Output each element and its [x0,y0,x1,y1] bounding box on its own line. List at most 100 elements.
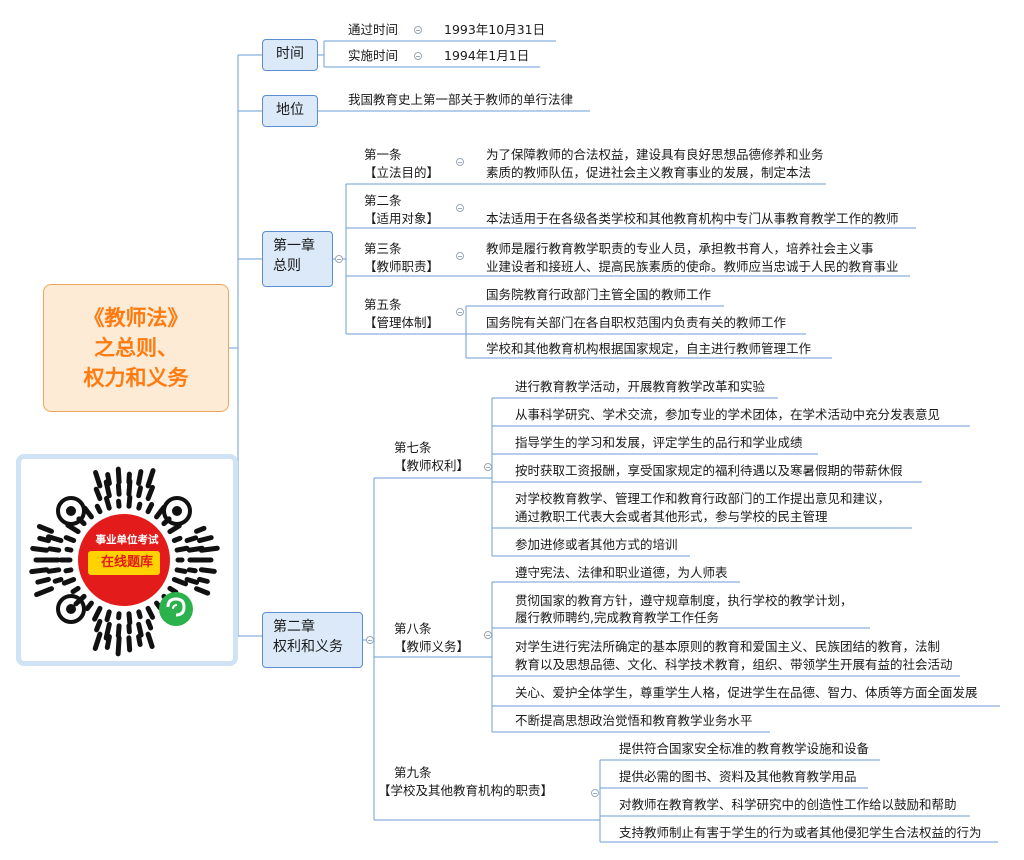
article-5-item-1: 国务院教育行政部门主管全国的教师工作 [486,287,712,302]
time-pass-label: 通过时间 [348,22,399,37]
branch-time[interactable]: 时间 [262,39,318,71]
school-duty-item: 支持教师制止有害于学生的行为或者其他侵犯学生合法权益的行为 [619,825,982,840]
qr-tick [103,621,112,641]
duty-item: 履行教师聘约,完成教育教学工作任务 [515,610,719,625]
collapse-icon[interactable] [414,26,422,34]
root-title-line2: 之总则、 [94,336,178,360]
qr-tick [46,534,64,544]
qr-tick [171,535,183,543]
qr-tick [64,546,74,553]
qr-tick [115,466,122,485]
chapter-2-line2: 权利和义务 [273,639,343,655]
qr-tick [103,495,112,511]
qr-tick [61,577,77,586]
branch-time-label: 时间 [276,46,304,62]
right-item: 进行教育教学活动，开展教育教学改革和实验 [515,379,766,394]
qr-tick [186,567,198,574]
article-1-text-line2: 素质的教师队伍，促进社会主义教育事业的发展，制定本法 [486,165,812,180]
duty-item: 不断提高思想政治觉悟和教育教学业务水平 [515,713,753,728]
qr-tick [92,631,103,651]
qr-tick [145,501,155,515]
qr-tick [103,479,112,499]
chapter-1-line2: 总则 [273,258,301,274]
status-text: 我国教育史上第一部关于教师的单行法律 [348,92,574,107]
qr-tick [174,545,190,553]
mini-program-code-icon [29,466,220,657]
qr-tick [197,535,214,544]
qr-tick [126,611,133,626]
qr-tick [145,468,156,489]
qr-tick [65,522,81,535]
qr-tick [136,469,144,486]
qr-tick [84,600,94,612]
article-1-text-line1: 为了保障教师的合法权益，建设具有良好思想品德修养和业务 [486,147,824,162]
qr-tick [126,494,133,509]
duty-item: 对学生进行宪法所确定的基本原则的教育和爱国主义、民族团结的教育，法制 [515,639,941,654]
qr-tick [70,585,81,595]
article-5-num: 第五条 [364,297,402,312]
qr-tick [93,486,103,502]
branch-chapter-2[interactable]: 第二章 权利和义务 [262,612,363,668]
article-2-title: 【适用对象】 [364,211,440,226]
article-1-num: 第一条 [364,147,402,162]
right-item: 按时获取工资报酬，享受国家规定的福利待遇以及寒暑假期的带薪休假 [515,463,903,478]
collapse-icon[interactable] [414,52,422,60]
qr-tick [94,503,103,515]
time-pass-value: 1993年10月31日 [444,22,546,37]
qr-tick [136,485,143,499]
qr-subtitle: 在线题库 [100,555,153,570]
article-2-num: 第二条 [364,193,402,208]
article-7-num: 第七条 [394,440,432,455]
root-title-line1: 《教师法》 [83,306,189,330]
article-8-num: 第八条 [394,621,432,636]
qr-tick [194,586,211,596]
article-9-title: 【学校及其他教育机构的职责】 [378,783,554,798]
qr-tick [197,576,210,584]
qr-tick [184,535,199,544]
collapse-icon[interactable] [366,636,374,644]
collapse-icon[interactable] [484,463,492,471]
qr-tick [30,545,50,553]
qr-tick [145,605,156,620]
qr-tick [46,567,62,574]
qr-tick [37,535,51,544]
right-item: 对学校教育教学、管理工作和教育行政部门的工作提出意见和建议， [515,491,891,506]
qr-tick [145,618,154,631]
qr-tick [126,471,132,485]
qr-tick [92,605,103,622]
root-title-line3: 权力和义务 [83,366,189,390]
qr-tick [105,472,112,486]
root-topic[interactable]: 《教师法》 之总则、 权力和义务 [43,284,229,412]
duty-item: 贯彻国家的教育方针，遵守规章制度，执行学校的教学计划， [515,593,853,608]
collapse-icon[interactable] [335,255,343,263]
qr-tick [145,631,155,650]
collapse-icon[interactable] [456,308,464,316]
qr-tick [126,635,133,653]
branch-chapter-1[interactable]: 第一章 总则 [262,231,333,287]
article-5-item-3: 学校和其他教育机构根据国家规定，自主进行教师管理工作 [486,341,812,356]
branch-status-label: 地位 [276,102,304,118]
collapse-icon[interactable] [456,252,464,260]
qr-tick [93,470,103,489]
chapter-1-line1: 第一章 [273,238,315,254]
qr-tick [115,623,122,639]
duty-item: 关心、爱护全体学生，尊重学生人格，促进学生在品德、智力、体质等方面全面发展 [515,685,978,700]
qr-tick [63,535,77,543]
article-5-item-2: 国务院有关部门在各自职权范围内负责有关的教师工作 [486,315,787,330]
article-8-title: 【教师义务】 [394,639,470,654]
qr-tick [171,577,189,587]
branch-status[interactable]: 地位 [262,95,318,127]
qr-tick [115,482,122,497]
article-1-title: 【立法目的】 [364,165,440,180]
collapse-icon[interactable] [484,631,492,639]
article-2-text: 本法适用于在各级各类学校和其他教育机构中专门从事教育教学工作的教师 [486,211,899,226]
collapse-icon[interactable] [456,158,464,166]
collapse-icon[interactable] [591,789,599,797]
article-9-num: 第九条 [394,765,432,780]
right-item: 参加进修或者其他方式的培训 [515,537,678,552]
qr-tick [36,524,54,534]
qr-tick [136,609,143,620]
qr-tick [35,576,51,585]
school-duty-item: 提供符合国家安全标准的教育教学设施和设备 [619,741,870,756]
collapse-icon[interactable] [456,204,464,212]
